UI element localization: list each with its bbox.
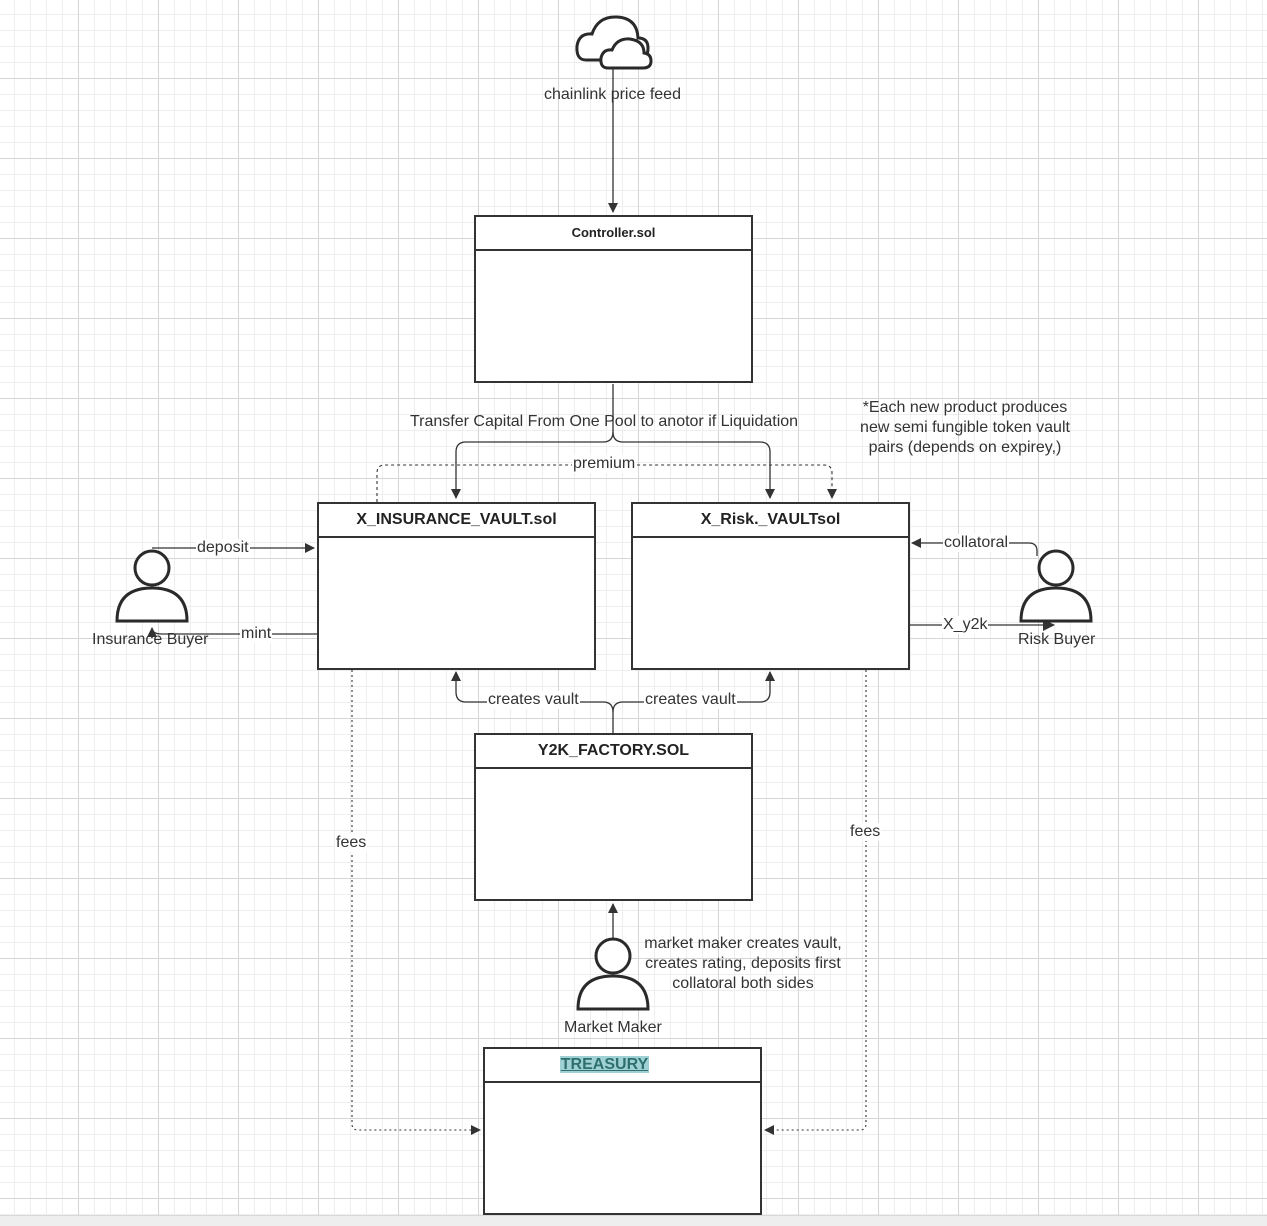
- insurance-vault-box[interactable]: X_INSURANCE_VAULT.sol: [317, 502, 596, 670]
- product-note-line: new semi fungible token vault: [860, 419, 1070, 436]
- controller-title: Controller.sol: [476, 217, 751, 251]
- insurance-vault-title: X_INSURANCE_VAULT.sol: [319, 504, 594, 538]
- transfer-connector-right: [612, 431, 775, 499]
- product-note-line: pairs (depends on expirey,): [868, 439, 1062, 456]
- product-note: *Each new product produces new semi fung…: [850, 398, 1080, 458]
- treasury-title: TREASURY: [559, 1056, 650, 1073]
- deposit-label: deposit: [196, 539, 250, 557]
- chainlink-label: chainlink price feed: [544, 86, 681, 103]
- transfer-connector: [451, 384, 614, 499]
- premium-label: premium: [572, 455, 637, 473]
- creates-vault-label-left: creates vault: [487, 691, 580, 709]
- treasury-title-row: TREASURY: [485, 1049, 760, 1083]
- product-note-line: *Each new product produces: [862, 399, 1068, 416]
- risk-vault-box[interactable]: X_Risk._VAULTsol: [631, 502, 910, 670]
- fees-connector-right: [764, 670, 867, 1135]
- treasury-box[interactable]: TREASURY: [483, 1047, 762, 1215]
- market-maker-label: Market Maker: [564, 1019, 662, 1036]
- risk-buyer-label: Risk Buyer: [1018, 631, 1096, 648]
- market-maker-note-line: market maker creates vault,: [644, 935, 842, 952]
- mint-connector: [147, 627, 318, 638]
- market-maker-icon: [576, 937, 650, 1011]
- collatoral-label: collatoral: [943, 534, 1010, 552]
- insurance-buyer-label: Insurance Buyer: [92, 631, 209, 648]
- controller-box[interactable]: Controller.sol: [474, 215, 753, 383]
- fees-connector-left: [351, 670, 481, 1135]
- factory-box[interactable]: Y2K_FACTORY.SOL: [474, 733, 753, 901]
- fees-label-left: fees: [335, 834, 368, 852]
- market-maker-note: market maker creates vault, creates rati…: [632, 934, 854, 994]
- mint-label: mint: [240, 625, 273, 643]
- risk-vault-title: X_Risk._VAULTsol: [633, 504, 908, 538]
- risk-buyer-icon: [1019, 549, 1093, 623]
- creates-vault-label-right: creates vault: [644, 691, 737, 709]
- market-maker-note-line: collatoral both sides: [672, 975, 814, 992]
- bottom-scroll-strip: [0, 1215, 1267, 1226]
- market-maker-note-line: creates rating, deposits first: [645, 955, 841, 972]
- fees-label-right: fees: [849, 823, 882, 841]
- creates-vault-connector-right: [612, 671, 775, 713]
- cloud-icon: [575, 15, 653, 70]
- transfer-label: Transfer Capital From One Pool to anotor…: [410, 413, 799, 430]
- premium-connector: [376, 464, 837, 502]
- collatoral-connector: [911, 538, 1038, 556]
- factory-title: Y2K_FACTORY.SOL: [476, 735, 751, 769]
- x-y2k-label: X_y2k: [942, 616, 989, 634]
- insurance-buyer-icon: [115, 549, 189, 623]
